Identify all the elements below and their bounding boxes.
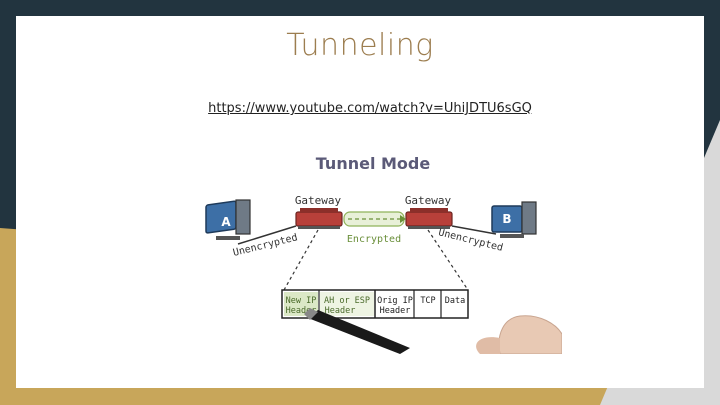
host-b-label: B — [502, 212, 511, 226]
encrypted-tunnel — [343, 211, 406, 227]
packet-ah-esp-line1: AH or ESP — [324, 296, 370, 306]
left-unencrypted-link — [237, 225, 297, 245]
packet-ah-esp-line2: Header — [325, 306, 356, 316]
youtube-link[interactable]: https://www.youtube.com/watch?v=UhiJDTU6… — [208, 101, 532, 116]
slide-title: Tunneling — [286, 28, 434, 63]
packet-new-ip-line1: New IP — [286, 296, 317, 306]
host-b-computer-icon — [491, 201, 537, 238]
pen-icon — [304, 308, 410, 354]
gateway-right-label: Gateway — [405, 194, 452, 207]
gateway-left-label: Gateway — [295, 194, 342, 207]
host-a-label: A — [221, 215, 231, 229]
tunnel-mode-diagram: Tunnel Mode A B Gateway Gateway Encrypte… — [205, 154, 562, 354]
packet-tcp: TCP — [420, 296, 435, 306]
packet-orig-ip-line2: Header — [380, 306, 411, 316]
hand-image — [476, 315, 562, 354]
packet-new-ip-line2: Header — [286, 306, 317, 316]
right-unencrypted-link — [451, 225, 497, 235]
host-a-computer-icon — [205, 199, 251, 240]
diagram-heading: Tunnel Mode — [316, 154, 431, 173]
slide-canvas — [16, 16, 704, 388]
projection-line-right — [427, 229, 469, 291]
packet-orig-ip-line1: Orig IP — [377, 296, 413, 306]
encrypted-label: Encrypted — [347, 234, 401, 245]
packet-data: Data — [445, 296, 465, 306]
gateway-right-router-icon — [405, 208, 453, 229]
gateway-left-router-icon — [295, 208, 343, 229]
